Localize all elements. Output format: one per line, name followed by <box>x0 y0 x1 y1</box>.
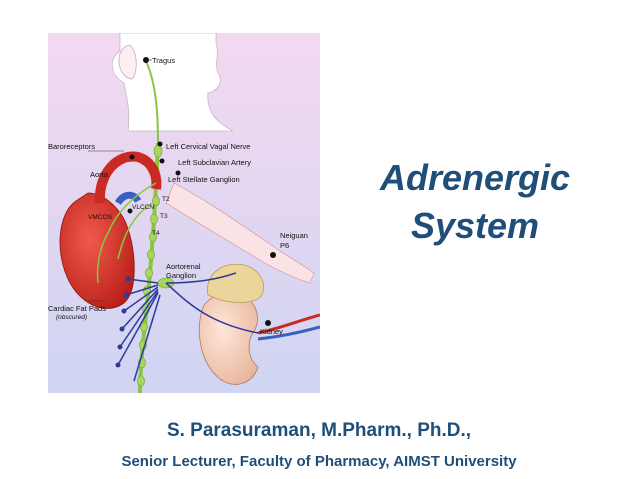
ear-icon <box>118 44 137 80</box>
head-silhouette <box>111 33 234 132</box>
label-vlccn: VLCCN <box>132 204 155 211</box>
title-line-2: System <box>410 205 540 246</box>
label-obscured: (obscured) <box>56 314 88 321</box>
label-tragus: Tragus <box>152 56 176 65</box>
label-aortorenal-2: Ganglion <box>166 271 197 280</box>
label-vmccn: VMCCN <box>88 214 112 221</box>
author-name: S. Parasuraman, M.Pharm., Ph.D., <box>166 420 472 441</box>
label-t4: T4 <box>152 230 160 237</box>
efferent-nerves <box>117 272 259 382</box>
slide-title: Adrenergic System <box>330 154 620 250</box>
label-aortorenal-1: Aortorenal <box>166 262 201 271</box>
adrenal-gland <box>207 263 264 303</box>
label-aorta: Aorta <box>90 170 108 179</box>
anatomy-illustration <box>48 33 320 393</box>
label-baroreceptors: Baroreceptors <box>48 142 96 151</box>
label-kidney: Kidney <box>260 327 283 336</box>
label-t3: T3 <box>160 213 168 220</box>
label-t2: T2 <box>162 196 170 203</box>
label-left-stellate-ganglion: Left Stellate Ganglion <box>168 175 240 184</box>
label-cardiac-fat-pads: Cardiac Fat Pads <box>48 304 106 313</box>
title-line-1: Adrenergic <box>379 157 571 198</box>
aorta <box>94 151 162 204</box>
arm-silhouette <box>165 182 315 284</box>
label-left-cervical-vagal-nerve: Left Cervical Vagal Nerve <box>166 142 251 151</box>
anatomy-figure: Tragus Baroreceptors Left Cervical Vagal… <box>48 33 320 393</box>
label-left-subclavian-artery: Left Subclavian Artery <box>178 158 251 167</box>
author-affiliation: Senior Lecturer, Faculty of Pharmacy, AI… <box>121 453 517 470</box>
label-neiguan-1: Neiguan <box>280 231 308 240</box>
label-neiguan-2: P6 <box>280 241 290 250</box>
